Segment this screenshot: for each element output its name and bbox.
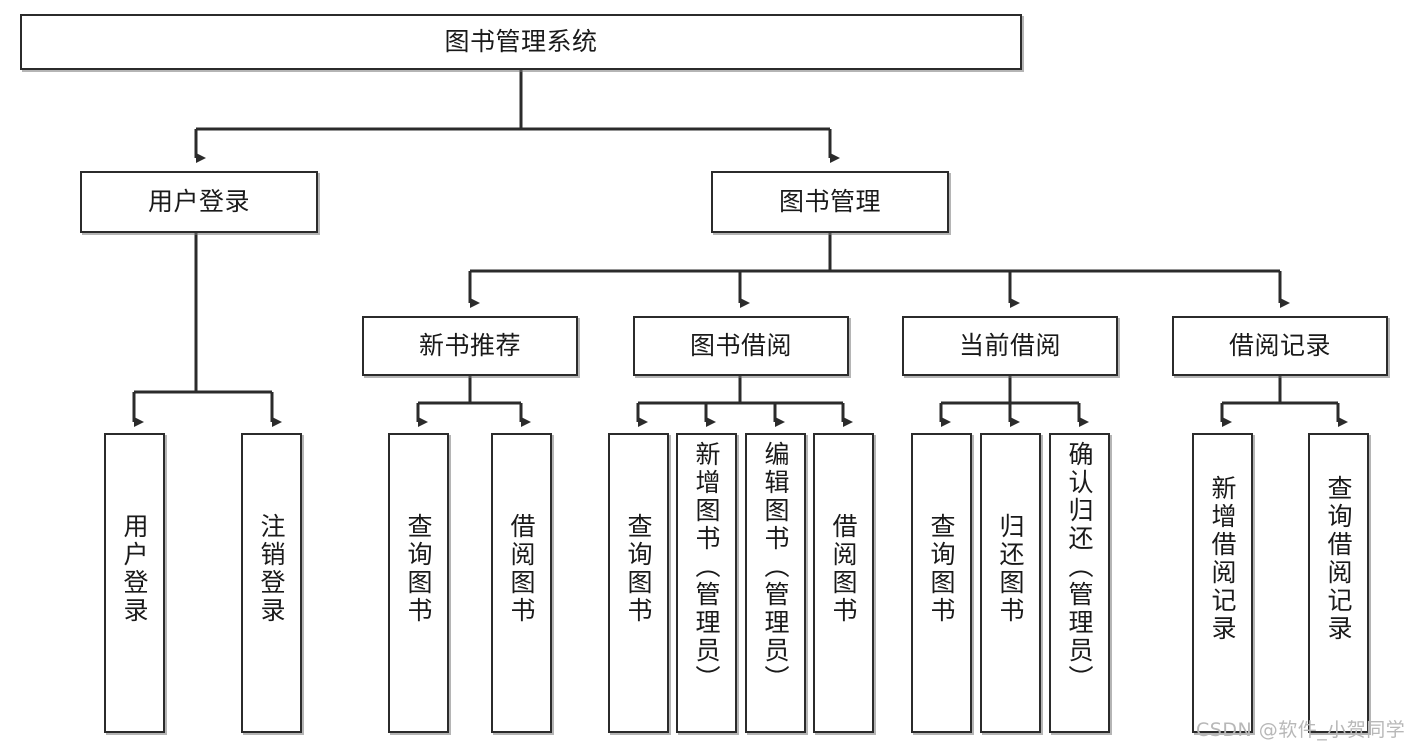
leaf-user-login-login[interactable]: 用户登录 <box>104 433 165 733</box>
leaf-current-borrow-confirm-return-admin[interactable]: 确认归还（管理员） <box>1049 433 1110 733</box>
node-label: 图书管理 <box>778 187 881 217</box>
node-user-login[interactable]: 用户登录 <box>80 171 318 233</box>
node-label: 查询图书 <box>927 513 956 625</box>
leaf-user-login-logout[interactable]: 注销登录 <box>241 433 302 733</box>
csdn-watermark: CSDN @软件_小贺同学 <box>1196 719 1405 741</box>
leaf-book-borrow-query-book[interactable]: 查询图书 <box>608 433 669 733</box>
leaf-new-book-query-book[interactable]: 查询图书 <box>388 433 449 733</box>
node-label: 编辑图书（管理员） <box>761 441 790 693</box>
leaf-current-borrow-query-book[interactable]: 查询图书 <box>911 433 972 733</box>
node-label: 借阅图书 <box>829 513 858 625</box>
leaf-book-borrow-edit-book-admin[interactable]: 编辑图书（管理员） <box>745 433 806 733</box>
node-label: 查询图书 <box>624 513 653 625</box>
leaf-new-book-borrow-book[interactable]: 借阅图书 <box>491 433 552 733</box>
node-book-management[interactable]: 图书管理 <box>711 171 949 233</box>
node-label: 用户登录 <box>147 187 250 217</box>
node-label: 新增借阅记录 <box>1208 475 1237 643</box>
node-label: 查询图书 <box>404 513 433 625</box>
node-label: 新增图书（管理员） <box>692 441 721 693</box>
node-book-borrow[interactable]: 图书借阅 <box>633 316 849 376</box>
node-root-book-management-system[interactable]: 图书管理系统 <box>20 14 1022 70</box>
leaf-book-borrow-add-book-admin[interactable]: 新增图书（管理员） <box>676 433 737 733</box>
node-label: 当前借阅 <box>958 331 1061 361</box>
node-label: 确认归还（管理员） <box>1065 441 1094 693</box>
node-label: 用户登录 <box>120 513 149 625</box>
node-borrow-record[interactable]: 借阅记录 <box>1172 316 1388 376</box>
leaf-borrow-record-add-record[interactable]: 新增借阅记录 <box>1192 433 1253 733</box>
node-label: 查询借阅记录 <box>1324 475 1353 643</box>
leaf-book-borrow-borrow-book[interactable]: 借阅图书 <box>813 433 874 733</box>
node-new-book-recommend[interactable]: 新书推荐 <box>362 316 578 376</box>
node-label: 图书管理系统 <box>444 27 598 57</box>
node-current-borrow[interactable]: 当前借阅 <box>902 316 1118 376</box>
leaf-current-borrow-return-book[interactable]: 归还图书 <box>980 433 1041 733</box>
node-label: 新书推荐 <box>418 331 521 361</box>
node-label: 借阅图书 <box>507 513 536 625</box>
leaf-borrow-record-query-record[interactable]: 查询借阅记录 <box>1308 433 1369 733</box>
node-label: 借阅记录 <box>1228 331 1331 361</box>
node-label: 图书借阅 <box>689 331 792 361</box>
node-label: 注销登录 <box>257 513 286 625</box>
node-label: 归还图书 <box>996 513 1025 625</box>
